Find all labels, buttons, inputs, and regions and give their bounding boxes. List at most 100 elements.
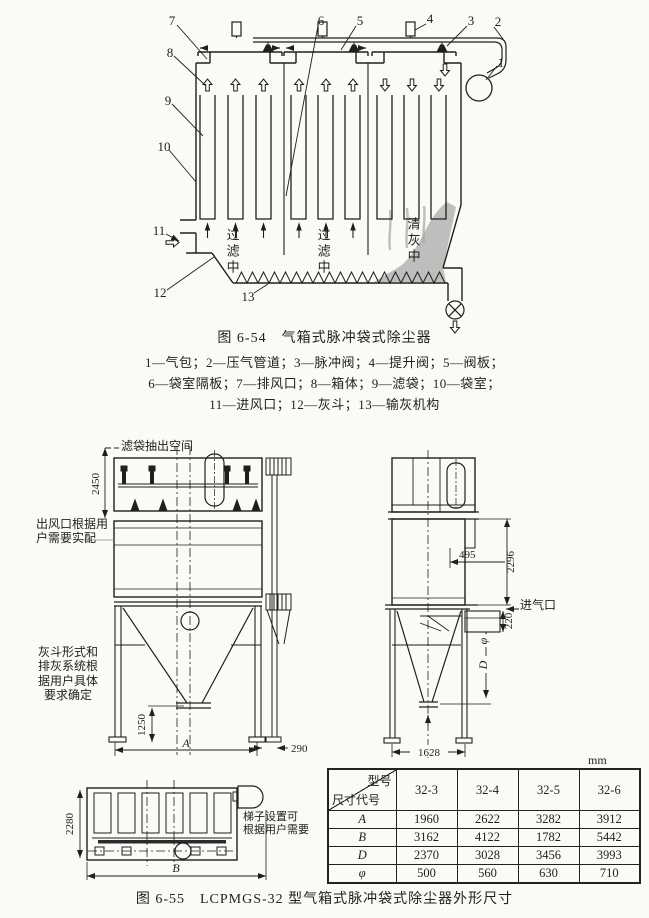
chamber-hat-2 bbox=[283, 51, 369, 63]
callout-1: 1 bbox=[498, 55, 505, 70]
inlet-chute bbox=[419, 615, 462, 632]
plan-outline bbox=[86, 787, 238, 861]
row-label: D bbox=[327, 846, 397, 865]
table-cell: 1960 bbox=[395, 810, 458, 829]
filter-bags bbox=[199, 95, 447, 220]
inlet-duct-side bbox=[464, 610, 501, 633]
table-cell: 4122 bbox=[456, 828, 519, 847]
table-header-row: 型号 尺寸代号 32-3 32-4 32-5 32-6 bbox=[327, 768, 641, 811]
air-pipe bbox=[253, 37, 507, 79]
plenum-valves bbox=[120, 465, 261, 512]
dim-2450: 2450 bbox=[90, 473, 102, 496]
callout-7: 7 bbox=[169, 13, 176, 28]
chamber-dividers bbox=[283, 63, 369, 255]
table-cell: 3912 bbox=[578, 810, 641, 829]
dim-290: 290 bbox=[291, 743, 308, 755]
chamber-hat-1 bbox=[197, 51, 283, 63]
fig-6-54-legend-line-2: 6—袋室隔板；7—排风口；8—箱体；9—滤袋；10—袋室； bbox=[148, 376, 501, 391]
callout-9: 9 bbox=[165, 93, 172, 108]
table-cell: 1782 bbox=[517, 828, 580, 847]
callout-2: 2 bbox=[495, 14, 502, 29]
screw-conveyor bbox=[235, 270, 446, 285]
support-legs-front bbox=[108, 606, 267, 743]
table-cell: 3282 bbox=[517, 810, 580, 829]
fig-6-54-legend-line-1: 1—气包；2—压气管道；3—脉冲阀；4—提升阀；5—阀板； bbox=[144, 355, 504, 370]
inlet-duct bbox=[180, 219, 196, 234]
ladder-note: 梯子设置可 根据用户需要 bbox=[243, 811, 309, 837]
outlet-duct bbox=[264, 457, 292, 743]
dimension-table: 型号 尺寸代号 32-3 32-4 32-5 32-6 A 1960 2622 … bbox=[327, 768, 641, 884]
down-flow-icon bbox=[439, 63, 451, 77]
unit-label: mm bbox=[588, 753, 607, 767]
ladder-platform bbox=[237, 785, 264, 809]
callout-11: 11 bbox=[153, 223, 166, 238]
plan-compartments bbox=[93, 792, 232, 834]
hopper-top-band bbox=[114, 601, 262, 607]
dim-2296: 2296 bbox=[505, 551, 517, 574]
dust-pile bbox=[374, 202, 456, 282]
row-label: B bbox=[327, 828, 397, 847]
table-cell: 3028 bbox=[456, 846, 519, 865]
callout-6: 6 bbox=[318, 13, 325, 28]
table-row: B 3162 4122 1782 5442 bbox=[327, 828, 641, 847]
fig-6-55-caption: 图 6-55 LCPMGS-32 型气箱式脉冲袋式除尘器外形尺寸 bbox=[135, 892, 514, 907]
dim-220: 220 bbox=[503, 612, 515, 629]
table-cell: 500 bbox=[395, 864, 458, 884]
hopper-top-band-side bbox=[385, 604, 478, 610]
chamber-3-state-label: 清灰中 bbox=[405, 217, 421, 265]
flange-band-side bbox=[388, 511, 479, 520]
updraft-arrows bbox=[204, 222, 356, 238]
bag-space-label: 滤袋抽出空间 bbox=[121, 439, 194, 453]
callout-3: 3 bbox=[468, 13, 475, 28]
table-cell: 3162 bbox=[395, 828, 458, 847]
outlet-note: 出风口根据用 户需要实配 bbox=[36, 517, 109, 546]
callout-numbers: 1 2 3 4 5 6 7 8 9 10 11 12 13 bbox=[153, 11, 505, 304]
clean-air-plenum bbox=[113, 457, 263, 512]
col-header: 32-3 bbox=[395, 768, 458, 811]
center-lines-front bbox=[176, 446, 191, 755]
pulse-valves bbox=[231, 21, 416, 38]
col-header: 32-4 bbox=[456, 768, 519, 811]
fig-6-54-caption: 图 6-54 气箱式脉冲袋式除尘器 bbox=[217, 331, 432, 346]
table-cell: 2370 bbox=[395, 846, 458, 865]
table-cell: 5442 bbox=[578, 828, 641, 847]
table-cell: 3456 bbox=[517, 846, 580, 865]
callout-leaders bbox=[165, 23, 504, 294]
dim-B: B bbox=[172, 861, 180, 875]
dim-495: 495 bbox=[459, 549, 476, 561]
dim-A: A bbox=[181, 736, 190, 750]
inlet-label: 进气口 bbox=[520, 598, 557, 612]
dim-D: D bbox=[476, 660, 490, 670]
dim-1250: 1250 bbox=[136, 714, 148, 737]
table-cell: 560 bbox=[456, 864, 519, 884]
dim-2280: 2280 bbox=[64, 813, 76, 836]
rotary-valve bbox=[445, 300, 465, 320]
fig-6-55-side-view: 495 2296 220 φ D 1628 bbox=[383, 450, 519, 759]
callout-13: 13 bbox=[242, 289, 255, 304]
table-row: D 2370 3028 3456 3993 bbox=[327, 846, 641, 865]
dim-1628: 1628 bbox=[418, 747, 441, 759]
callout-5: 5 bbox=[357, 13, 364, 28]
col-header: 32-5 bbox=[517, 768, 580, 811]
fig-6-55-plan-view: 2280 B bbox=[64, 780, 267, 880]
support-legs-side bbox=[383, 609, 473, 744]
chamber-2-state-label: 过滤中 bbox=[315, 228, 331, 276]
table-row: φ 500 560 630 710 bbox=[327, 864, 641, 884]
table-row: A 1960 2622 3282 3912 bbox=[327, 810, 641, 829]
dim-phi: φ bbox=[476, 637, 490, 644]
fig-6-55-front-view: 2450 1250 A 290 bbox=[82, 446, 308, 756]
fig-6-54-legend-line-3: 11—进风口；12—灰斗；13—输灰机构 bbox=[209, 397, 440, 412]
chamber-hat-3 bbox=[371, 51, 457, 63]
inlet-flow-icon bbox=[165, 237, 180, 248]
table-cell: 630 bbox=[517, 864, 580, 884]
hopper-front bbox=[122, 607, 254, 709]
callout-10: 10 bbox=[158, 139, 171, 154]
outlet-step bbox=[464, 518, 476, 549]
hopper-port bbox=[180, 611, 200, 631]
hopper-side bbox=[396, 610, 462, 708]
chamber-1-state-label: 过滤中 bbox=[224, 228, 240, 276]
center-lines-plan bbox=[146, 780, 175, 866]
row-label: φ bbox=[327, 864, 397, 884]
air-tank bbox=[465, 74, 493, 102]
